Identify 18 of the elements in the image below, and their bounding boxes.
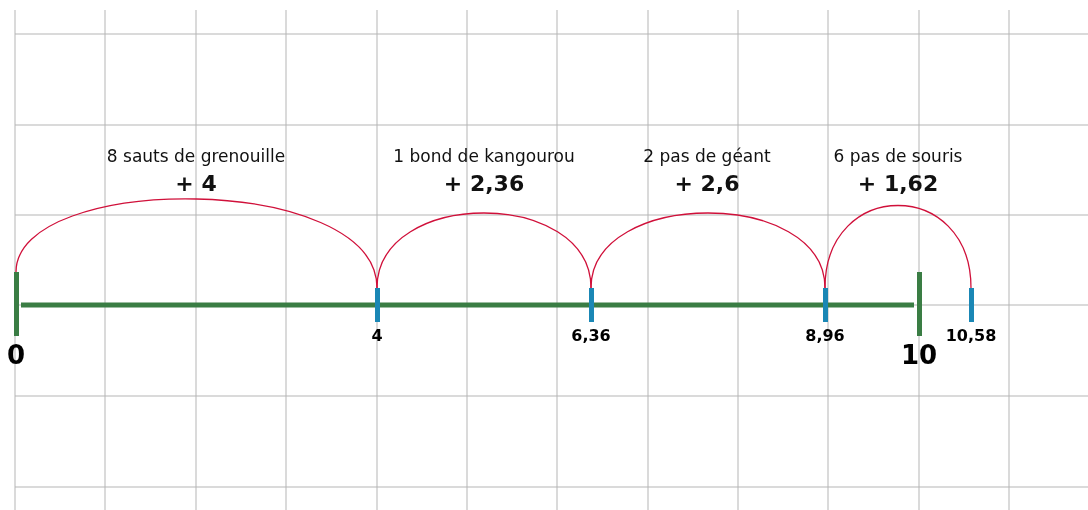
jump-arc: [824, 204, 972, 289]
tick-label: 8,96: [805, 328, 845, 344]
jump-caption: 6 pas de souris: [833, 147, 963, 166]
jump-caption: 8 sauts de grenouille: [106, 147, 286, 166]
jump-arc: [376, 212, 592, 289]
jump-amount: + 1,62: [857, 172, 939, 197]
tick-label: 4: [371, 328, 383, 344]
jump-caption: 2 pas de géant: [643, 147, 771, 166]
jump-amount: + 2,6: [674, 172, 740, 197]
tick-label: 10: [900, 342, 938, 368]
jump-amount: + 4: [175, 172, 217, 197]
jump-caption: 1 bond de kangourou: [393, 147, 575, 166]
tick-label: 10,58: [945, 328, 997, 344]
number-line: [21, 302, 914, 308]
tick-label: 6,36: [571, 328, 611, 344]
jump-arc: [590, 212, 826, 289]
tick-label: 0: [6, 342, 26, 368]
jump-amount: + 2,36: [443, 172, 525, 197]
